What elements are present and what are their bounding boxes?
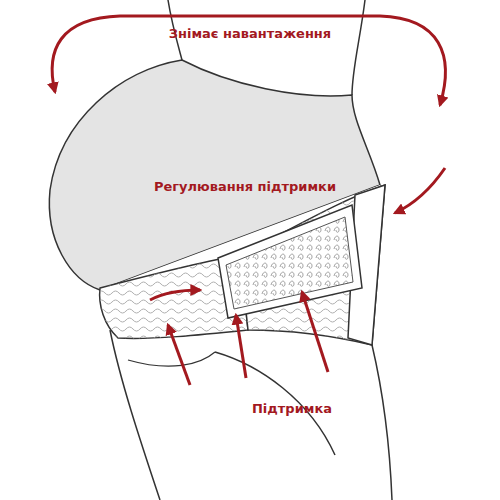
adjust-arrow xyxy=(395,168,445,213)
support-arrow xyxy=(150,290,200,300)
text-label: Регулювання підтримки xyxy=(154,179,336,194)
support-arrow xyxy=(168,325,190,385)
text-label: Знімає навантаження xyxy=(169,26,331,41)
text-label: Підтримка xyxy=(252,401,332,416)
load-arrow xyxy=(52,16,445,105)
support-arrow xyxy=(302,292,328,372)
support-arrow xyxy=(236,315,246,378)
velcro-panel xyxy=(218,205,362,318)
